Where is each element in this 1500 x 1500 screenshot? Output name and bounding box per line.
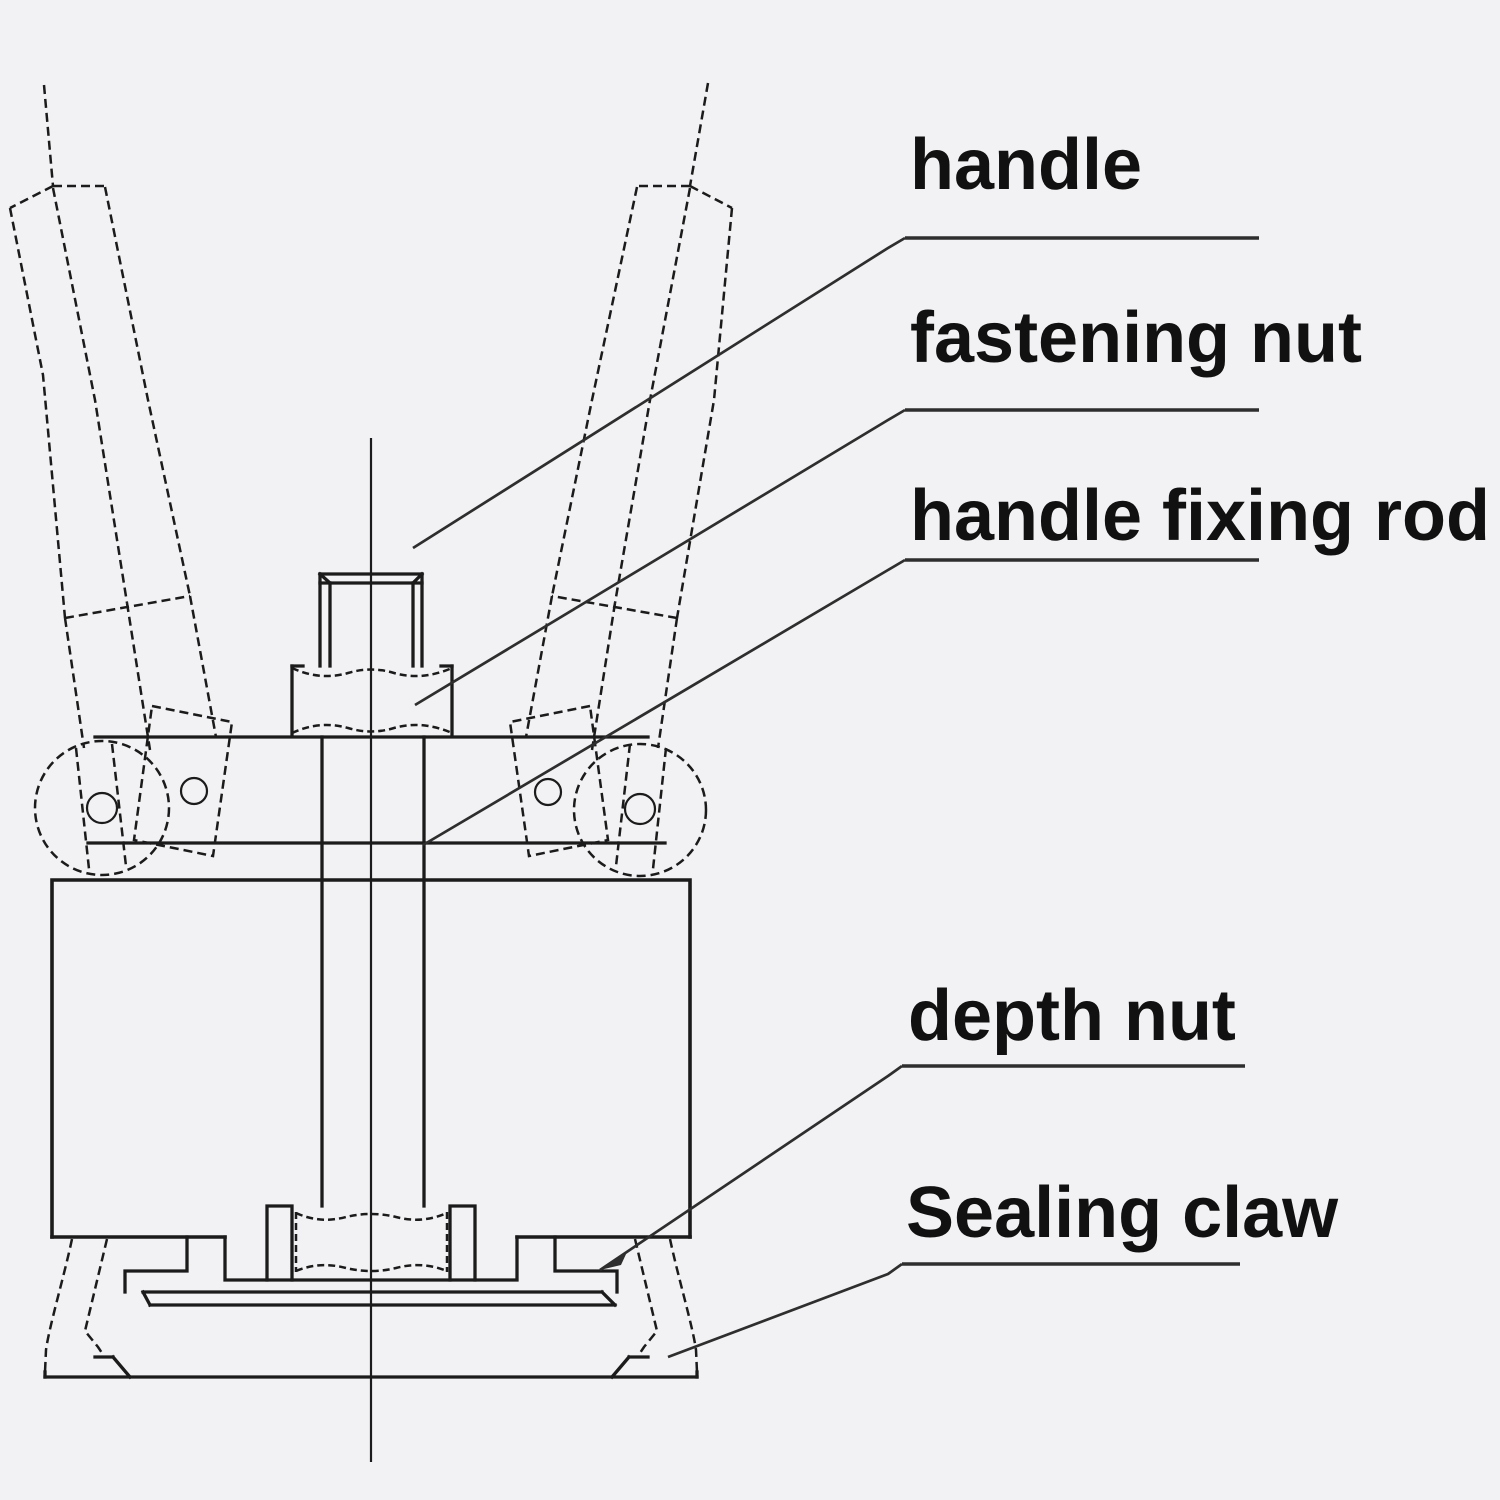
handle-left-drawing	[8, 84, 218, 751]
leader-depth-nut	[599, 1064, 903, 1272]
leader-lines	[412, 236, 1259, 1359]
fastening-nut-drawing	[290, 664, 454, 737]
bolt-head-drawing	[317, 571, 425, 668]
sealing-claw-left-drawing	[43, 1238, 133, 1380]
label-handle: handle	[910, 125, 1142, 205]
leader-arrowhead-icon	[600, 1252, 627, 1270]
label-handle-fixing-rod: handle fixing rod	[910, 476, 1490, 556]
handle-right-drawing	[524, 82, 734, 751]
pivot-hole-icon	[85, 791, 119, 825]
pin-hole-icon	[179, 776, 209, 806]
leader-handle-fixing-rod	[422, 558, 906, 847]
pin-hole-icon	[533, 777, 563, 807]
clamp-bar-drawing	[86, 735, 667, 845]
sealing-claw-right-drawing	[609, 1238, 699, 1380]
handle-fixing-rod-drawing	[320, 735, 426, 1208]
label-sealing-claw: Sealing claw	[906, 1173, 1339, 1253]
leader-fastening-nut	[414, 408, 906, 707]
roller-right-drawing	[508, 704, 708, 878]
label-depth-nut: depth nut	[908, 976, 1236, 1056]
depth-nut-drawing	[294, 1211, 449, 1273]
leader-handle	[412, 236, 906, 550]
roller-left-drawing	[33, 704, 234, 877]
pivot-hole-icon	[623, 792, 657, 826]
leader-sealing-claw	[667, 1262, 903, 1359]
bracket-base-drawing	[123, 1204, 619, 1308]
label-fastening-nut: fastening nut	[910, 298, 1362, 378]
part-labels: handle fastening nut handle fixing rod d…	[906, 125, 1490, 1253]
body-drawing	[50, 878, 692, 1239]
